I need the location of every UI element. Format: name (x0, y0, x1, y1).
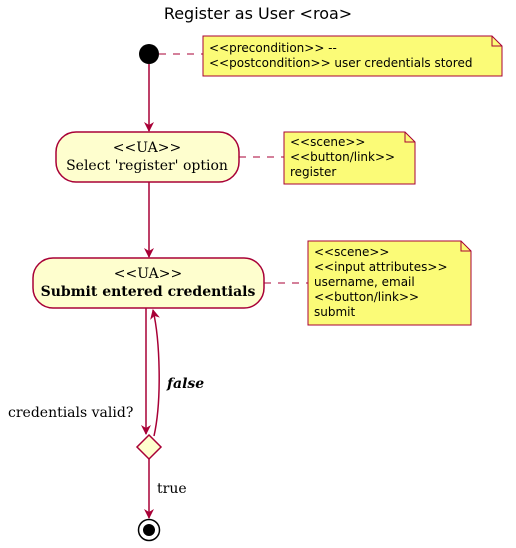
svg-text:<<scene>> <<input attrib: <<scene>> <<input attributes>> username,… (314, 245, 451, 319)
decision-question: credentials valid? (8, 405, 133, 421)
start-node (139, 44, 159, 64)
decision-node[interactable] (135, 433, 163, 461)
note-submit-scene: <<scene>> <<input attributes>> username,… (307, 240, 472, 326)
note-line: <<button/link>> (290, 150, 395, 164)
activity-label: Submit entered credentials (41, 284, 256, 300)
activity-select-register[interactable]: <<UA>> Select 'register' option (55, 131, 240, 183)
note-line: <<scene>> (314, 245, 389, 259)
end-node (137, 518, 161, 542)
activity-label: Select 'register' option (66, 158, 228, 174)
activity-stereotype: <<UA>> (113, 140, 181, 156)
note-line: <<scene>> (290, 135, 365, 149)
true-label: true (157, 481, 187, 497)
activity-submit-credentials[interactable]: <<UA>> Submit entered credentials (32, 257, 265, 309)
note-line: <<postcondition>> user credentials store… (209, 56, 472, 70)
svg-text:<<scene>> <<button/link>: <<scene>> <<button/link>> register (290, 135, 399, 179)
loop-back-arrow (150, 309, 160, 437)
note-line: username, email (314, 275, 415, 289)
note-line: submit (314, 305, 355, 319)
note-line: <<button/link>> (314, 290, 419, 304)
note-line: <<input attributes>> (314, 260, 448, 274)
note-line: register (290, 165, 336, 179)
diagram-title: Register as User <roa> (164, 4, 352, 23)
note-select-scene: <<scene>> <<button/link>> register (283, 131, 416, 185)
false-label: false (166, 376, 204, 392)
svg-text:<<precondition>> -- <<po: <<precondition>> -- <<postcondition>> us… (209, 41, 472, 70)
note-line: <<precondition>> -- (209, 41, 337, 55)
activity-stereotype: <<UA>> (114, 266, 182, 282)
note-precondition: <<precondition>> -- <<postcondition>> us… (202, 35, 503, 77)
